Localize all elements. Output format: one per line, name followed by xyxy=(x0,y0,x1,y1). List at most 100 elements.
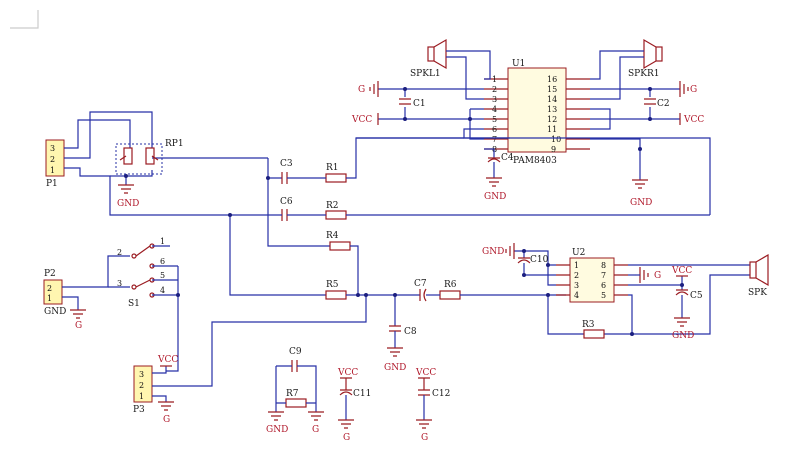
u1-pin-left: 7 xyxy=(492,135,497,144)
p3-vcc-symbol: VCC xyxy=(157,355,178,367)
rp1-potentiometer: RP1 xyxy=(115,139,184,175)
c5-label: C5 xyxy=(690,291,703,301)
vcc-label: VCC xyxy=(683,115,704,125)
p1-gnd-symbol: GND xyxy=(117,184,139,209)
spkr1-label: SPKR1 xyxy=(628,69,659,79)
spkl1-label: SPKL1 xyxy=(410,69,441,79)
u1-pin-right: 15 xyxy=(547,85,557,94)
vcc-label: VCC xyxy=(351,115,372,125)
c1-capacitor: C1 xyxy=(399,98,426,109)
u2-pin-right: 8 xyxy=(601,261,606,270)
p3-wiring xyxy=(152,366,188,402)
p3-pin: 1 xyxy=(139,392,144,401)
p1-label: P1 xyxy=(46,179,58,189)
c12-capacitor: VCC C12 G xyxy=(415,368,450,443)
g-label: G xyxy=(421,433,428,443)
c7-capacitor: C7 xyxy=(414,279,427,302)
u1-part-label: PAM8403 xyxy=(513,156,557,166)
g-label: G xyxy=(312,425,319,435)
s1-pin: 4 xyxy=(160,286,165,295)
u1-pin-right: 10 xyxy=(551,135,561,144)
p1-pin: 3 xyxy=(50,144,55,153)
u1-pin-left: 4 xyxy=(492,105,497,114)
u2-pin-right: 5 xyxy=(601,291,606,300)
p2-connector: 2 1 P2 GND xyxy=(43,269,66,317)
p2-pin: 2 xyxy=(47,284,52,293)
p1-connector: 3 2 1 P1 xyxy=(45,139,65,189)
u1-right-vcc-symbol: VCC xyxy=(679,113,704,125)
u1-pin-right: 14 xyxy=(547,95,557,104)
u1-pin-left: 2 xyxy=(492,85,497,94)
s1-pin: 5 xyxy=(160,271,165,280)
c9-r7-network: C9 R7 GND G xyxy=(266,347,324,435)
p2-pin: 1 xyxy=(47,294,52,303)
g-label: G xyxy=(358,85,365,95)
r2-wiring xyxy=(229,214,710,296)
r2-resistor: R2 xyxy=(325,201,347,220)
r7-label: R7 xyxy=(286,389,299,399)
u2-ic: U2 1 2 3 4 8 7 6 5 xyxy=(556,248,628,303)
u2-wiring xyxy=(514,250,750,335)
p3-label: P3 xyxy=(133,405,145,415)
c12-label: C12 xyxy=(432,389,450,399)
spkl1-speaker: SPKL1 xyxy=(410,38,447,79)
r6-label: R6 xyxy=(444,280,457,290)
s1-pin: 1 xyxy=(160,237,165,246)
p3-gnd-symbol: G xyxy=(158,401,174,425)
gnd-label: GND xyxy=(630,198,652,208)
c6-label: C6 xyxy=(280,197,293,207)
u2-pin-left: 2 xyxy=(574,271,579,280)
c1-label: C1 xyxy=(413,99,426,109)
u2-pin-left: 1 xyxy=(574,261,579,270)
c9-label: C9 xyxy=(289,347,302,357)
r2-label: R2 xyxy=(326,201,339,211)
u1-pin-left: 3 xyxy=(492,95,497,104)
c11-capacitor: VCC C11 G xyxy=(337,368,371,443)
r1-wiring xyxy=(287,137,711,215)
gnd-label: GND xyxy=(384,363,406,373)
u1-pin-right: 13 xyxy=(547,105,557,114)
u1-pin-left: 6 xyxy=(492,125,497,134)
u1-pin-right: 12 xyxy=(547,115,557,124)
corner-mark xyxy=(10,10,39,29)
p2-wiring xyxy=(62,255,130,310)
r5-resistor: R5 xyxy=(325,280,347,300)
r5-label: R5 xyxy=(326,280,339,290)
vcc-label: VCC xyxy=(415,368,436,378)
p1-wiring xyxy=(64,111,330,247)
r1-resistor: R1 xyxy=(325,163,347,183)
c3-label: C3 xyxy=(280,159,293,169)
s1-pin: 6 xyxy=(160,257,165,266)
s1-pin: 2 xyxy=(117,248,122,257)
gnd-label: GND xyxy=(482,247,504,257)
c3-capacitor: C3 xyxy=(280,159,293,184)
u1-left-ground-symbol: G xyxy=(358,81,379,97)
g-label: G xyxy=(163,415,170,425)
s1-pin: 3 xyxy=(117,279,122,288)
u1-pin-left: 1 xyxy=(492,75,497,84)
p3-connector: 3 2 1 P3 xyxy=(133,365,153,415)
spk-label: SPK xyxy=(748,288,767,298)
r4-label: R4 xyxy=(326,231,339,241)
r1-label: R1 xyxy=(326,163,339,173)
u2-g-symbol: G xyxy=(636,267,661,283)
spk-speaker: SPK xyxy=(748,253,769,298)
u1-pin-right: 16 xyxy=(547,75,557,84)
s1-label: S1 xyxy=(128,299,140,309)
gnd-label: GND xyxy=(672,331,694,341)
p2-gnd-label: GND xyxy=(44,307,66,317)
g-label: G xyxy=(343,433,350,443)
u2-pin-right: 7 xyxy=(601,271,606,280)
c10-label: C10 xyxy=(530,255,549,265)
p1-pin: 1 xyxy=(50,166,55,175)
p1-pin: 2 xyxy=(50,155,55,164)
c2-capacitor: C2 xyxy=(644,98,670,109)
c8-capacitor: C8 GND xyxy=(384,325,417,373)
gnd-label: GND xyxy=(117,199,139,209)
c10-capacitor: C10 xyxy=(517,255,549,275)
r4-resistor: R4 xyxy=(326,231,351,251)
g-label: G xyxy=(654,271,661,281)
c7-label: C7 xyxy=(414,279,427,289)
rp1-label: RP1 xyxy=(165,139,184,149)
